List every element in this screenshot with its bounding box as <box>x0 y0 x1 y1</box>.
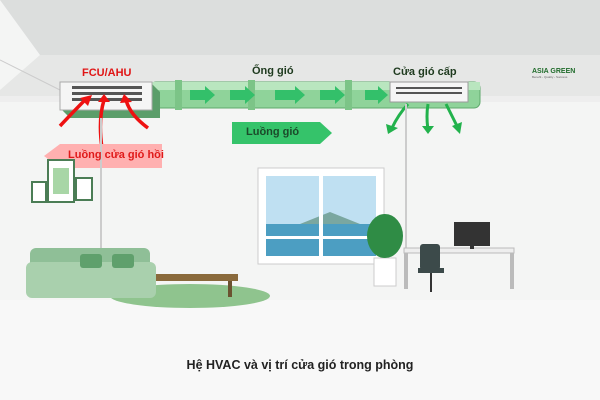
supply-diffuser <box>386 81 469 134</box>
desk <box>403 222 515 292</box>
wall-edge <box>0 59 61 91</box>
logo-name: ASIA GREEN <box>532 68 576 75</box>
airflow-arrow <box>232 122 332 144</box>
sofa <box>26 248 156 298</box>
return-airflow-label: Luồng cửa gió hồi <box>68 149 164 161</box>
logo-tagline: Benefit - Quality - Success <box>532 75 568 79</box>
duct-label: Ống gió <box>252 65 294 77</box>
fcu-ahu-label: FCU/AHU <box>82 67 132 79</box>
supply-diffuser-label: Cửa gió cấp <box>393 66 457 78</box>
plant <box>367 214 403 287</box>
window <box>257 167 385 265</box>
caption: Hệ HVAC và vị trí cửa gió trong phòng <box>186 358 414 372</box>
wall-pictures <box>31 159 93 203</box>
ceiling <box>0 0 600 55</box>
airflow-label: Luồng gió <box>246 126 300 138</box>
coffee-table <box>142 274 238 281</box>
duct-flow-arrows <box>190 86 388 104</box>
fcu-ahu-unit <box>59 81 160 118</box>
floor <box>0 300 600 400</box>
